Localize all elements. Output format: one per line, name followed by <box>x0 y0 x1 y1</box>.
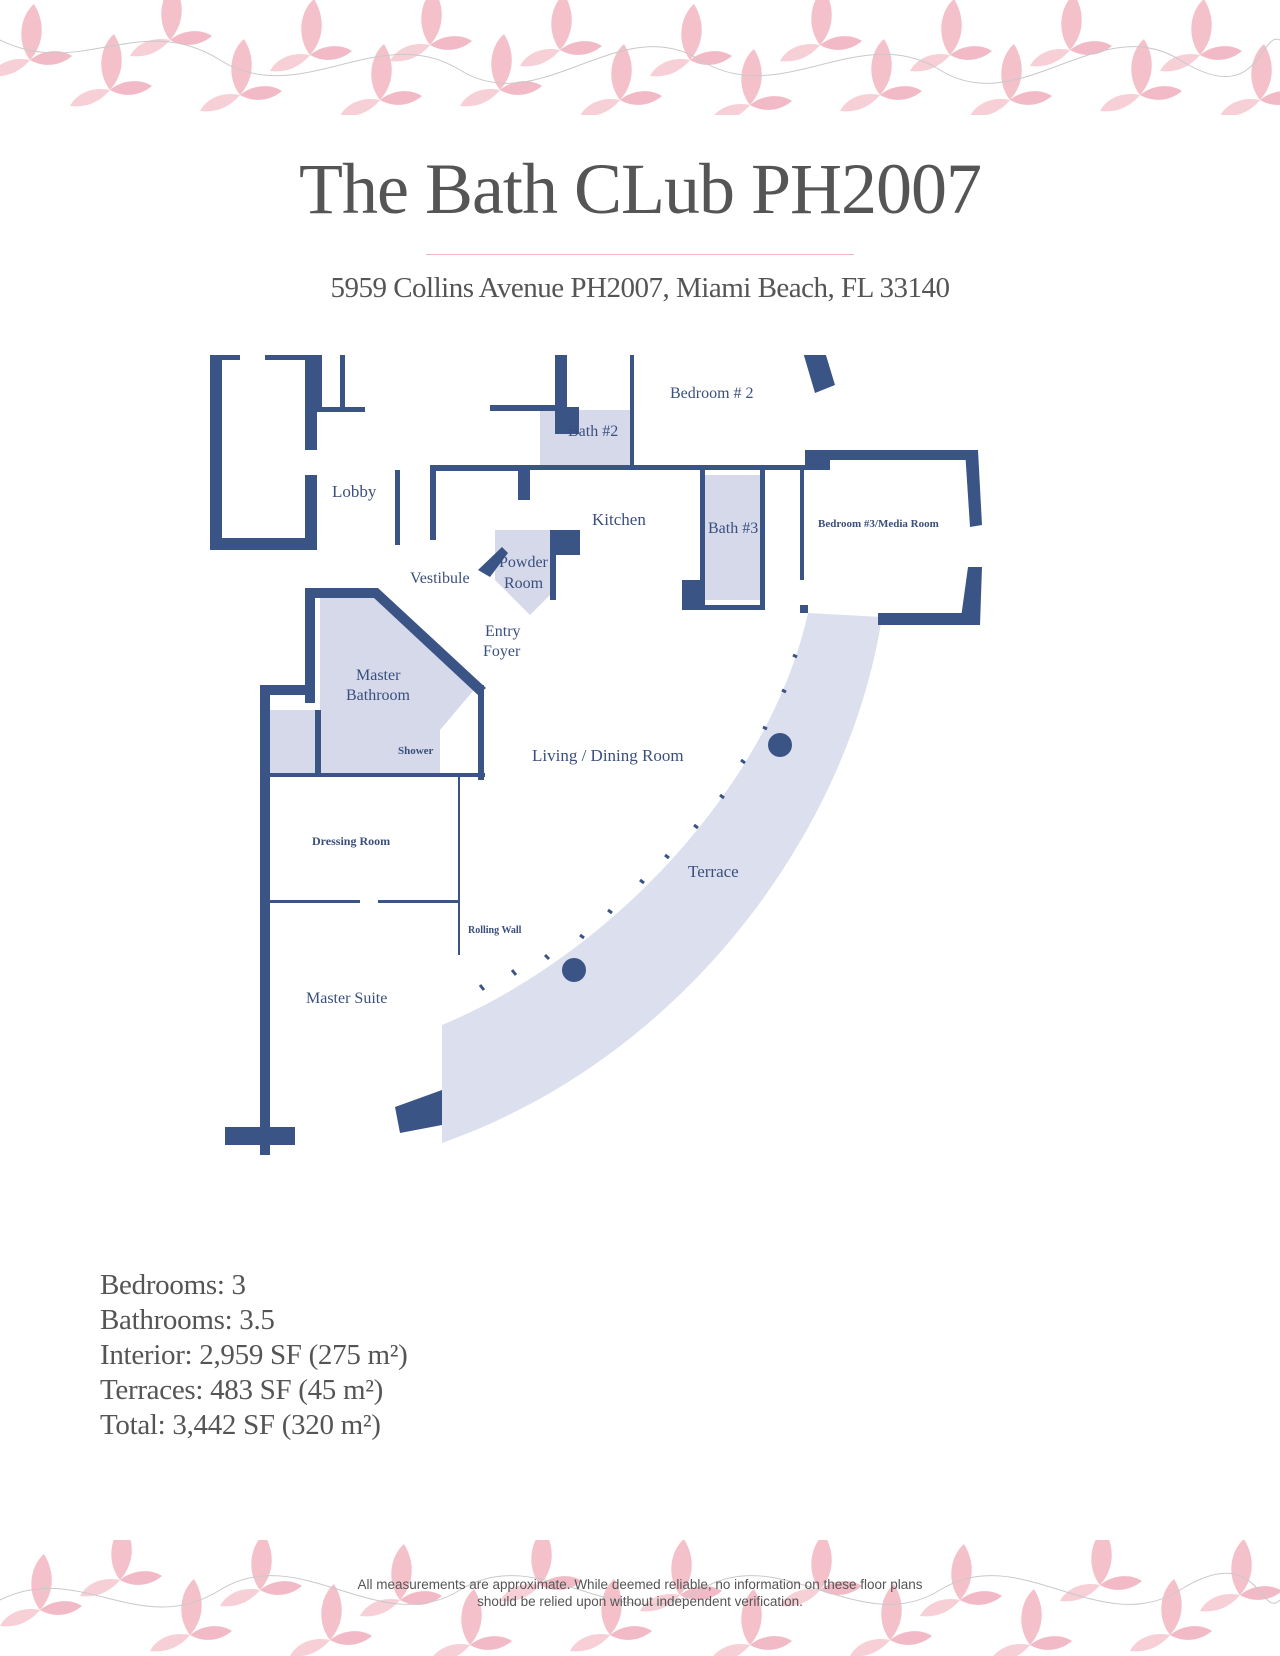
label-powder-room-2: Room <box>504 575 544 592</box>
disclaimer: All measurements are approximate. While … <box>0 1576 1280 1610</box>
title-divider <box>426 254 854 255</box>
bath2-fill <box>540 410 630 470</box>
floral-pattern-icon <box>0 1540 1280 1656</box>
spec-interior: Interior: 2,959 SF (275 m²) <box>100 1339 408 1371</box>
label-master-suite: Master Suite <box>306 990 387 1007</box>
label-entry-foyer-1: Entry <box>485 623 521 640</box>
label-bedroom-3: Bedroom #3/Media Room <box>818 518 939 530</box>
label-rolling-wall: Rolling Wall <box>468 925 522 936</box>
label-shower: Shower <box>398 745 434 757</box>
label-powder-room-1: Powder <box>499 554 549 571</box>
label-kitchen: Kitchen <box>592 510 646 529</box>
label-entry-foyer-2: Foyer <box>483 643 521 660</box>
property-address: 5959 Collins Avenue PH2007, Miami Beach,… <box>330 272 950 304</box>
floral-pattern-icon <box>0 0 1280 115</box>
spec-bedrooms: Bedrooms: 3 <box>100 1269 246 1301</box>
label-terrace: Terrace <box>688 862 739 881</box>
label-bath-2: Bath #2 <box>568 423 618 440</box>
floral-footer-band <box>0 1540 1280 1656</box>
column-icon <box>562 958 586 982</box>
disclaimer-line-1: All measurements are approximate. While … <box>357 1577 923 1592</box>
spec-bathrooms: Bathrooms: 3.5 <box>100 1304 275 1336</box>
floral-header-band <box>0 0 1280 115</box>
label-master-bath-1: Master <box>356 667 401 684</box>
disclaimer-line-2: should be relied upon without independen… <box>477 1594 803 1609</box>
page-title: The Bath CLub PH2007 <box>299 149 982 229</box>
property-specs: Bedrooms: 3 Bathrooms: 3.5 Interior: 2,9… <box>100 1268 408 1443</box>
powder-room-fill <box>495 530 555 615</box>
label-vestibule: Vestibule <box>410 570 470 587</box>
spec-total: Total: 3,442 SF (320 m²) <box>100 1409 381 1441</box>
walls <box>210 342 982 1155</box>
window-mullions <box>478 653 798 991</box>
label-lobby: Lobby <box>332 482 377 501</box>
column-icon <box>768 733 792 757</box>
terrace-area <box>442 613 882 1143</box>
bath3-fill <box>705 475 765 600</box>
floor-plan: Lobby Bedroom # 2 Bath #2 Kitchen Bath #… <box>210 342 1040 1215</box>
label-bedroom-2: Bedroom # 2 <box>670 385 754 402</box>
label-dressing-room: Dressing Room <box>312 834 390 848</box>
spec-terraces: Terraces: 483 SF (45 m²) <box>100 1374 383 1406</box>
label-master-bath-2: Bathroom <box>346 687 411 704</box>
label-living-dining: Living / Dining Room <box>532 746 684 765</box>
label-bath-3: Bath #3 <box>708 520 758 537</box>
